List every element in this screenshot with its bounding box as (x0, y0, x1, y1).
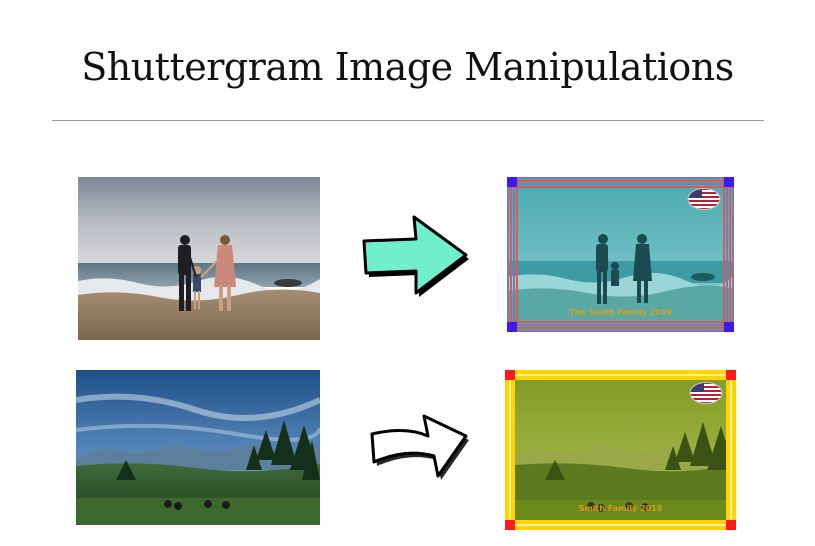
us-flag-icon (687, 188, 721, 210)
arrow-1-fill (362, 215, 468, 295)
title-divider (52, 120, 764, 121)
edited-photo-landscape: Smith Family 2019 (505, 370, 736, 530)
page-title: Shuttergram Image Manipulations (81, 45, 734, 89)
corner-br (724, 322, 734, 332)
original-photo-landscape (76, 370, 320, 525)
corner-bl-2 (505, 520, 515, 530)
corner-bl (507, 322, 517, 332)
corner-tl-2 (505, 370, 515, 380)
edited-caption-2: Smith Family 2019 (578, 504, 663, 513)
edited-caption-1: The Smith Family 2019 (569, 308, 672, 317)
corner-tr (724, 177, 734, 187)
corner-tr-2 (726, 370, 736, 380)
us-flag-icon (689, 382, 723, 404)
corner-tl (507, 177, 517, 187)
corner-br-2 (726, 520, 736, 530)
transform-arrow-2 (366, 408, 472, 482)
edited-photo-beach: The Smith Family 2019 (507, 177, 734, 332)
original-photo-beach (78, 177, 320, 340)
transform-arrow-1 (358, 213, 470, 298)
arrow-2-fill (370, 414, 468, 478)
